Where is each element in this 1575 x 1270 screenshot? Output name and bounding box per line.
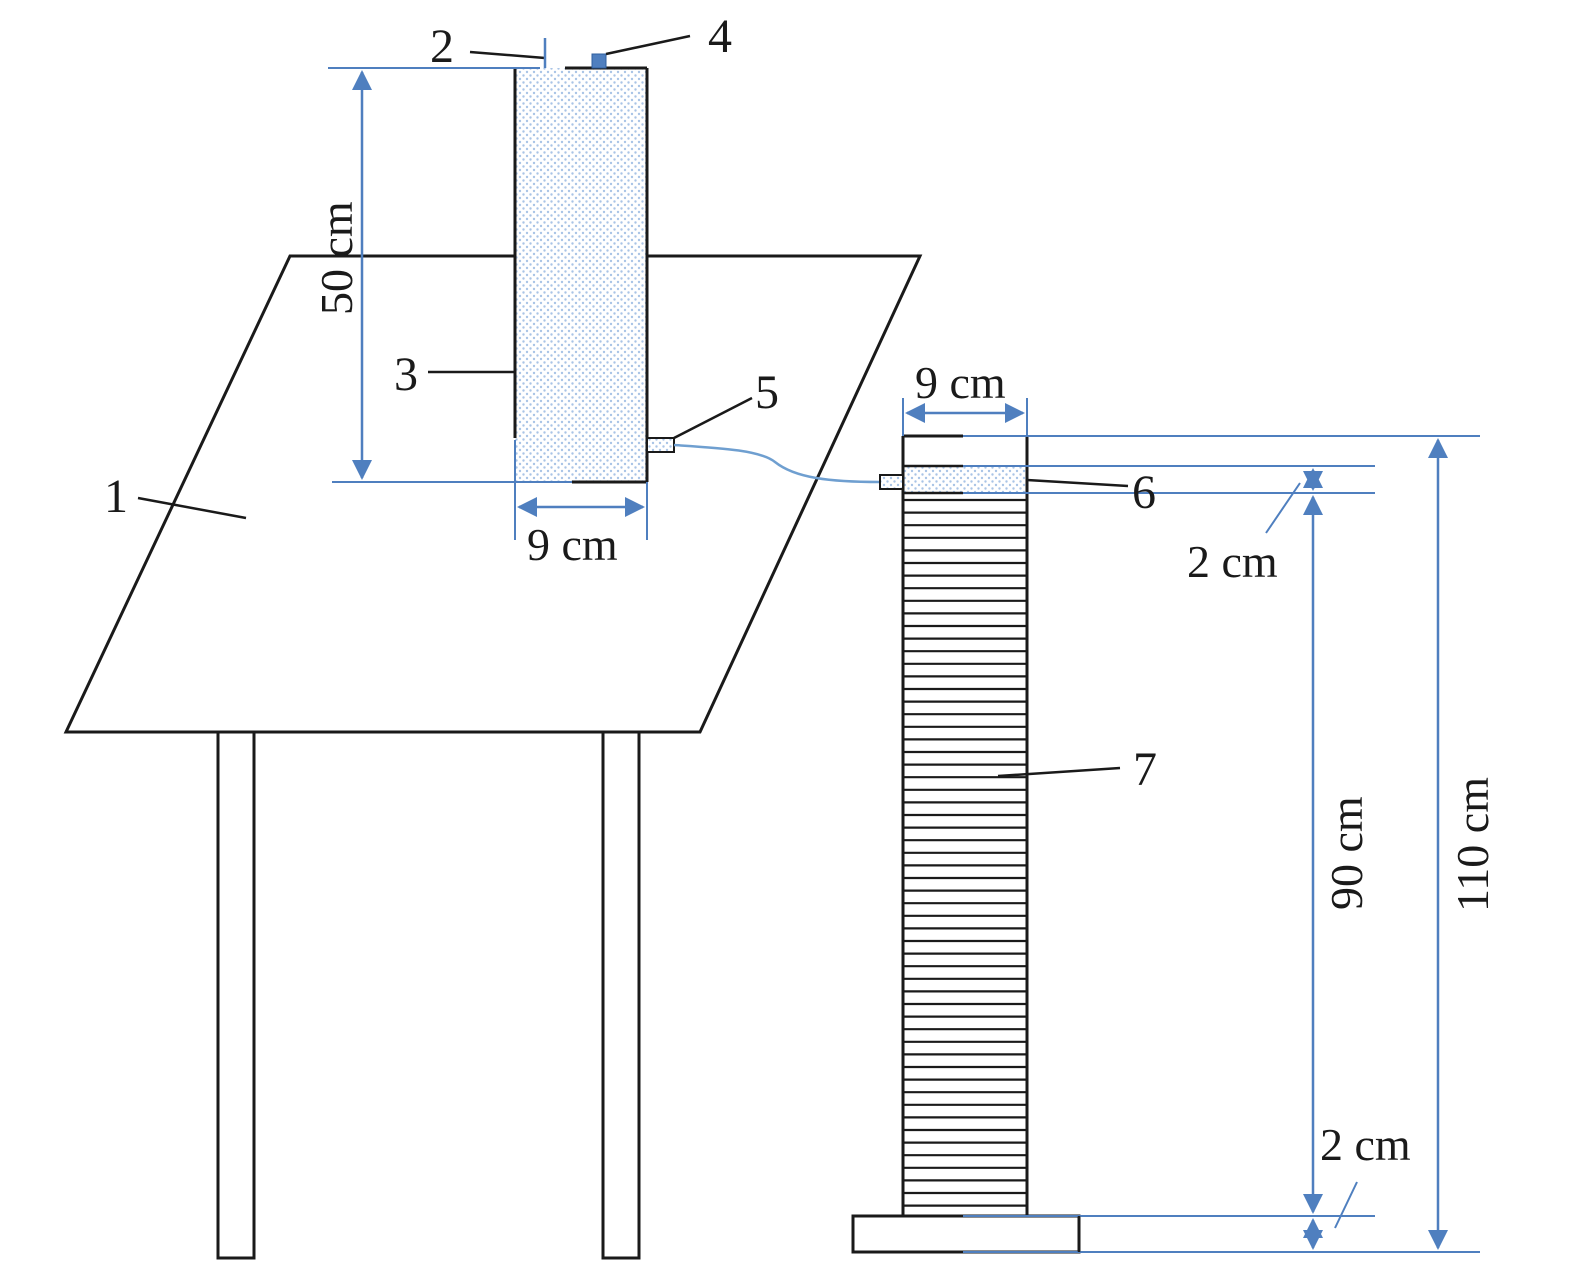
dim-top-2cm-text: 2 cm	[1187, 536, 1278, 587]
label-6-top-layer: 6	[1132, 466, 1156, 519]
upper-column	[513, 53, 675, 484]
base-plate	[851, 1214, 1081, 1254]
lower-column-hatching	[903, 498, 1027, 1207]
table	[63, 254, 923, 1260]
lower-column	[851, 434, 1081, 1254]
dim-lower-9cm-text: 9 cm	[915, 357, 1006, 408]
table-leg-left	[216, 730, 256, 1260]
dimension-lines	[328, 67, 1480, 1253]
dim-base-2cm-text: 2 cm	[1320, 1119, 1411, 1170]
dim-90cm-text: 90 cm	[1321, 796, 1372, 910]
label-3-upper-column: 3	[394, 348, 418, 401]
table-top	[63, 254, 923, 734]
label-5-outlet: 5	[755, 366, 779, 419]
table-leg-right	[601, 730, 641, 1260]
upper-column-fill	[515, 68, 647, 482]
label-7-lower-column: 7	[1133, 743, 1157, 796]
inlet-port	[591, 53, 607, 69]
outlet-port	[646, 437, 675, 453]
leader-lines	[137, 34, 1129, 1252]
dim-upper-9cm-text: 9 cm	[527, 519, 618, 570]
label-2: 2	[430, 20, 454, 73]
lower-column-top-layer	[903, 466, 1027, 493]
inlet-connector	[879, 474, 904, 490]
dim-110cm-text: 110 cm	[1447, 777, 1498, 912]
connecting-tube	[673, 443, 881, 484]
label-1-table: 1	[104, 470, 128, 523]
label-4-inlet: 4	[708, 10, 732, 63]
dim-50cm-text: 50 cm	[311, 201, 362, 315]
